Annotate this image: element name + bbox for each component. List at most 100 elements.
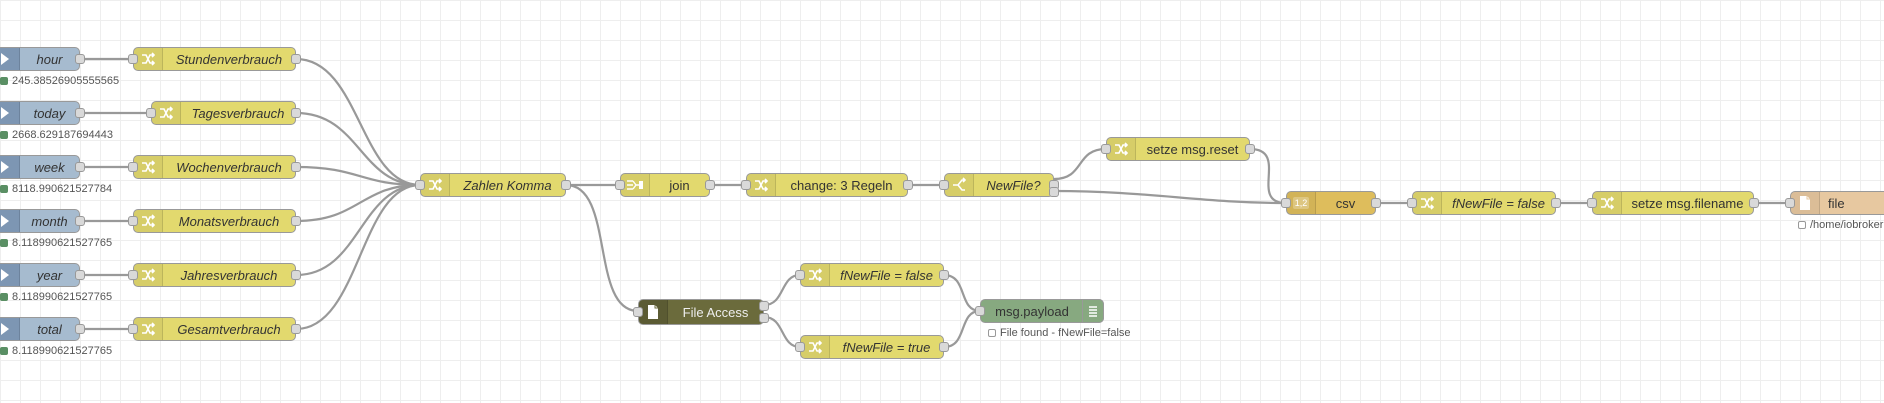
status-dot: [0, 131, 8, 139]
input-port[interactable]: [128, 216, 138, 226]
status-debug: File found - fNewFile=false: [988, 327, 1131, 339]
input-port[interactable]: [633, 307, 643, 317]
switch-node-newfile[interactable]: NewFile?: [939, 173, 1059, 197]
output-port[interactable]: [1245, 144, 1255, 154]
input-port[interactable]: [975, 306, 985, 316]
change-node-stundenverbrauch[interactable]: Stundenverbrauch: [128, 47, 301, 71]
output-port[interactable]: [75, 216, 85, 226]
status-file: /home/iobroker: [1798, 219, 1883, 231]
status-dot: [0, 185, 8, 193]
input-port[interactable]: [1587, 198, 1597, 208]
output-port[interactable]: [291, 162, 301, 172]
input-port[interactable]: [128, 162, 138, 172]
wire: [1053, 147, 1107, 181]
debug-node-msg-payload[interactable]: msg.payload: [975, 299, 1104, 323]
change-node-setze-msg-filename[interactable]: setze msg.filename: [1587, 191, 1759, 215]
change-node-jahresverbrauch[interactable]: Jahresverbrauch: [128, 263, 301, 287]
output-port[interactable]: [75, 270, 85, 280]
output-port[interactable]: [939, 270, 949, 280]
status-month: 8.118990621527765: [0, 237, 112, 249]
input-port[interactable]: [128, 324, 138, 334]
csv-icon: 1,2: [1287, 192, 1316, 214]
wire: [295, 57, 421, 187]
status-text: 8.118990621527765: [12, 237, 113, 249]
shuffle-icon: [134, 48, 163, 70]
node-label: file: [1828, 195, 1845, 211]
change-node-fnewfile-false-branch[interactable]: fNewFile = false: [795, 263, 949, 287]
status-total: 8.118990621527765: [0, 345, 112, 357]
status-year: 8.118990621527765: [0, 291, 112, 303]
change-node-fnewfile-true-branch[interactable]: fNewFile = true: [795, 335, 949, 359]
inject-node-month[interactable]: month: [0, 209, 85, 233]
join-icon: [621, 174, 650, 196]
change-node-tagesverbrauch[interactable]: Tagesverbrauch: [146, 101, 301, 125]
output-port[interactable]: [291, 216, 301, 226]
input-port[interactable]: [795, 342, 805, 352]
node-label: fNewFile = false: [840, 267, 933, 283]
inject-node-week[interactable]: week: [0, 155, 85, 179]
input-port[interactable]: [939, 180, 949, 190]
change-node-3-regeln[interactable]: change: 3 Regeln: [741, 173, 913, 197]
output-port[interactable]: [1551, 198, 1561, 208]
output-port[interactable]: [291, 270, 301, 280]
output-port[interactable]: [75, 108, 85, 118]
output-port[interactable]: [1749, 198, 1759, 208]
output-port[interactable]: [939, 342, 949, 352]
list-icon[interactable]: [1082, 299, 1104, 323]
change-node-setze-msg-reset[interactable]: setze msg.reset: [1101, 137, 1255, 161]
input-port[interactable]: [1785, 198, 1795, 208]
file-node[interactable]: file: [1785, 191, 1884, 215]
change-node-gesamtverbrauch[interactable]: Gesamtverbrauch: [128, 317, 301, 341]
change-node-fnewfile-false-main[interactable]: fNewFile = false: [1407, 191, 1561, 215]
input-port[interactable]: [146, 108, 156, 118]
file-icon: [639, 300, 668, 324]
node-label: Tagesverbrauch: [191, 105, 285, 121]
output-port[interactable]: [903, 180, 913, 190]
wire: [1249, 147, 1287, 205]
output-port[interactable]: [291, 324, 301, 334]
node-label: join: [669, 177, 690, 193]
output-port[interactable]: [75, 162, 85, 172]
output-port[interactable]: [561, 180, 571, 190]
input-port[interactable]: [128, 270, 138, 280]
join-node[interactable]: join: [615, 173, 715, 197]
wire: [295, 183, 421, 331]
output-port-2[interactable]: [759, 313, 769, 323]
inject-node-total[interactable]: total: [0, 317, 85, 341]
input-port[interactable]: [128, 54, 138, 64]
inject-node-year[interactable]: year: [0, 263, 85, 287]
output-port[interactable]: [705, 180, 715, 190]
shuffle-icon: [747, 174, 776, 196]
output-port-2[interactable]: [1049, 187, 1059, 197]
output-port[interactable]: [75, 54, 85, 64]
change-node-monatsverbrauch[interactable]: Monatsverbrauch: [128, 209, 301, 233]
input-port[interactable]: [1407, 198, 1417, 208]
node-label: setze msg.filename: [1631, 195, 1744, 211]
input-port[interactable]: [795, 270, 805, 280]
node-label: Zahlen Komma: [463, 177, 552, 193]
node-label: msg.payload: [995, 303, 1069, 319]
file-access-node[interactable]: File Access: [633, 299, 769, 325]
csv-node[interactable]: 1,2 csv: [1281, 191, 1381, 215]
wire: [295, 183, 421, 277]
change-node-wochenverbrauch[interactable]: Wochenverbrauch: [128, 155, 301, 179]
status-text: File found - fNewFile=false: [1000, 327, 1131, 339]
shuffle-icon: [134, 210, 163, 232]
shuffle-icon: [801, 336, 830, 358]
output-port[interactable]: [75, 324, 85, 334]
inject-node-hour[interactable]: hour: [0, 47, 85, 71]
input-port[interactable]: [741, 180, 751, 190]
status-dot: [0, 239, 8, 247]
node-label: setze msg.reset: [1146, 141, 1239, 157]
csv-icon-text: 1,2: [1292, 197, 1310, 209]
output-port[interactable]: [1371, 198, 1381, 208]
output-port[interactable]: [291, 108, 301, 118]
input-port[interactable]: [1281, 198, 1291, 208]
change-node-zahlen-komma[interactable]: Zahlen Komma: [415, 173, 571, 197]
output-port-1[interactable]: [759, 301, 769, 311]
inject-node-today[interactable]: today: [0, 101, 85, 125]
input-port[interactable]: [415, 180, 425, 190]
input-port[interactable]: [615, 180, 625, 190]
input-port[interactable]: [1101, 144, 1111, 154]
output-port[interactable]: [291, 54, 301, 64]
